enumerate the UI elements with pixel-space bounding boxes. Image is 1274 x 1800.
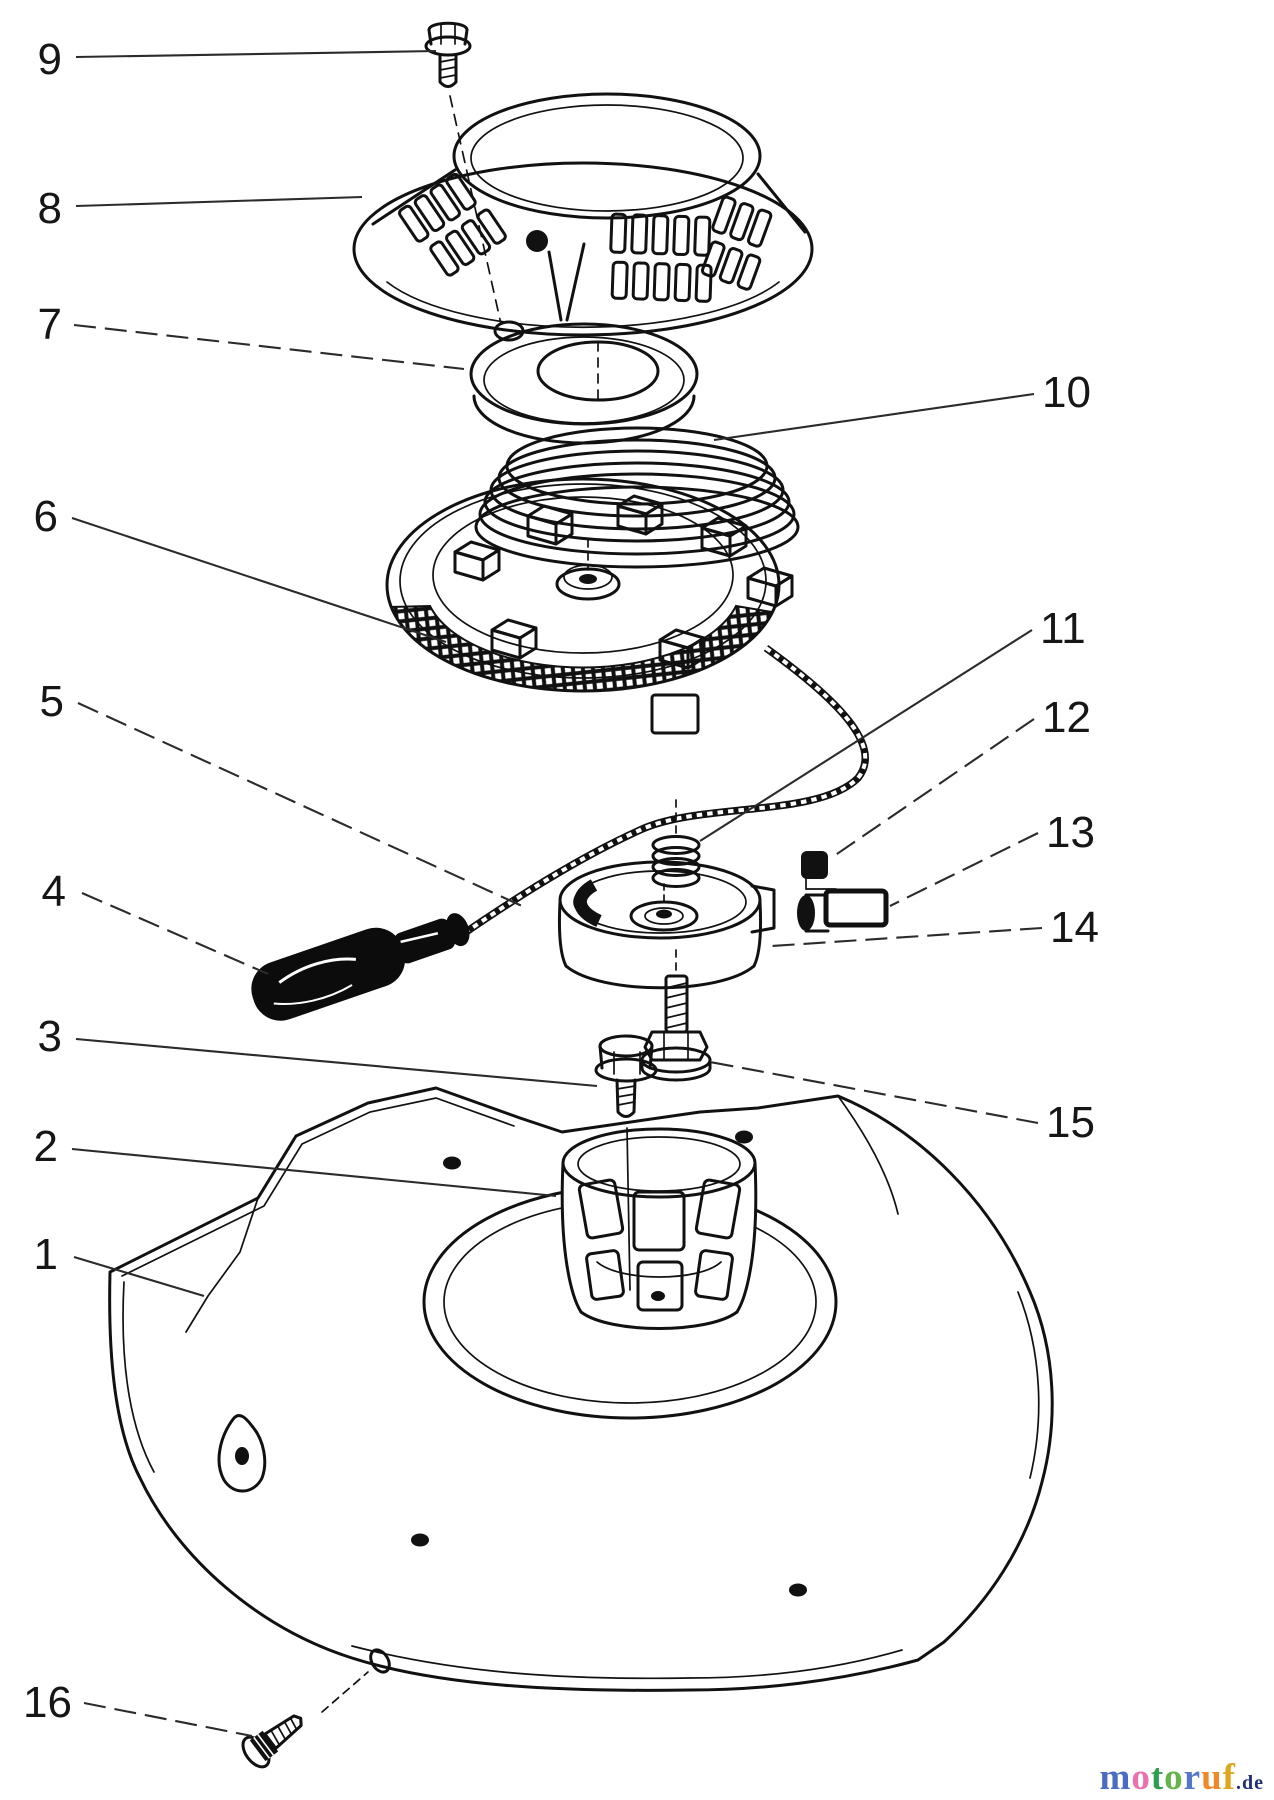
callout-leader-12 [833,718,1035,857]
vent-slots-middle [609,212,713,303]
callout-label-2: 2 [34,1122,58,1171]
callout-label-15: 15 [1046,1098,1095,1147]
callout-leader-2 [71,1147,557,1198]
brake-tab [650,693,700,735]
retainer-key-part [797,888,889,933]
callout-label-11: 11 [1040,604,1086,653]
watermark-letter: o [1131,1757,1151,1798]
watermark-letter: t [1150,1757,1165,1798]
housing-screw-holes [411,1130,807,1597]
callout-label-1: 1 [34,1230,58,1279]
callout-label-10: 10 [1042,368,1091,417]
starter-handle-part [251,913,470,1021]
callout-leader-10 [713,392,1035,442]
callout-leader-7 [73,323,465,371]
callout-label-14: 14 [1050,903,1099,952]
recoil-housing-part [352,92,814,342]
callout-leader-1 [73,1255,205,1298]
callout-leader-9 [75,49,437,59]
bolt-3-part [594,1034,658,1118]
callout-leader-13 [889,832,1039,907]
teardrop-hole [217,1414,267,1493]
watermark-letter: m [1099,1757,1132,1798]
screw-16-part [241,1714,303,1769]
callout-label-16: 16 [23,1678,72,1727]
watermark-letter: f [1222,1757,1236,1798]
callout-leader-3 [75,1037,598,1088]
watermark-letter: o [1164,1757,1184,1798]
callout-label-3: 3 [38,1012,62,1061]
callout-leader-16 [83,1701,253,1738]
callout-label-12: 12 [1042,693,1091,742]
pulley-screen-part [385,477,794,735]
recoil-spring-part [474,426,800,569]
callout-leader-15 [709,1060,1039,1125]
callout-label-13: 13 [1046,808,1095,857]
callout-label-8: 8 [38,184,62,233]
vent-slots-left [398,172,507,277]
recoil-pulley-part [469,322,699,445]
vent-slots-right [700,195,773,291]
clutch-drum-part [557,860,776,990]
watermark-suffix: .de [1236,1772,1264,1794]
pawl-part [801,851,837,890]
callout-label-9: 9 [38,35,62,84]
blower-housing-part [108,1086,1054,1713]
watermark: motoruf.de [1100,1759,1265,1796]
starter-cup-part [560,1127,758,1330]
callout-leader-8 [75,195,363,208]
callout-label-4: 4 [42,867,66,916]
callout-leader-14 [771,926,1043,948]
callout-label-5: 5 [40,677,64,726]
screw-16-hole [369,1648,391,1674]
callout-leader-5 [77,702,523,907]
watermark-letter: u [1201,1757,1223,1798]
callout-leader-11 [699,629,1033,842]
callout-leader-4 [81,892,269,975]
callout-label-7: 7 [38,300,62,349]
callout-layer: 9 8 7 6 5 4 3 2 1 16 10 11 12 13 14 15 [23,35,1099,1738]
callout-label-6: 6 [34,492,58,541]
watermark-word: motoruf [1100,1757,1237,1798]
brake-spring-part [651,799,701,888]
watermark-letter: r [1183,1757,1202,1798]
bolt-15-part [640,949,712,1082]
screw-9-part [424,21,502,325]
flywheel-fins [453,494,794,670]
callout-leader-6 [71,517,447,643]
